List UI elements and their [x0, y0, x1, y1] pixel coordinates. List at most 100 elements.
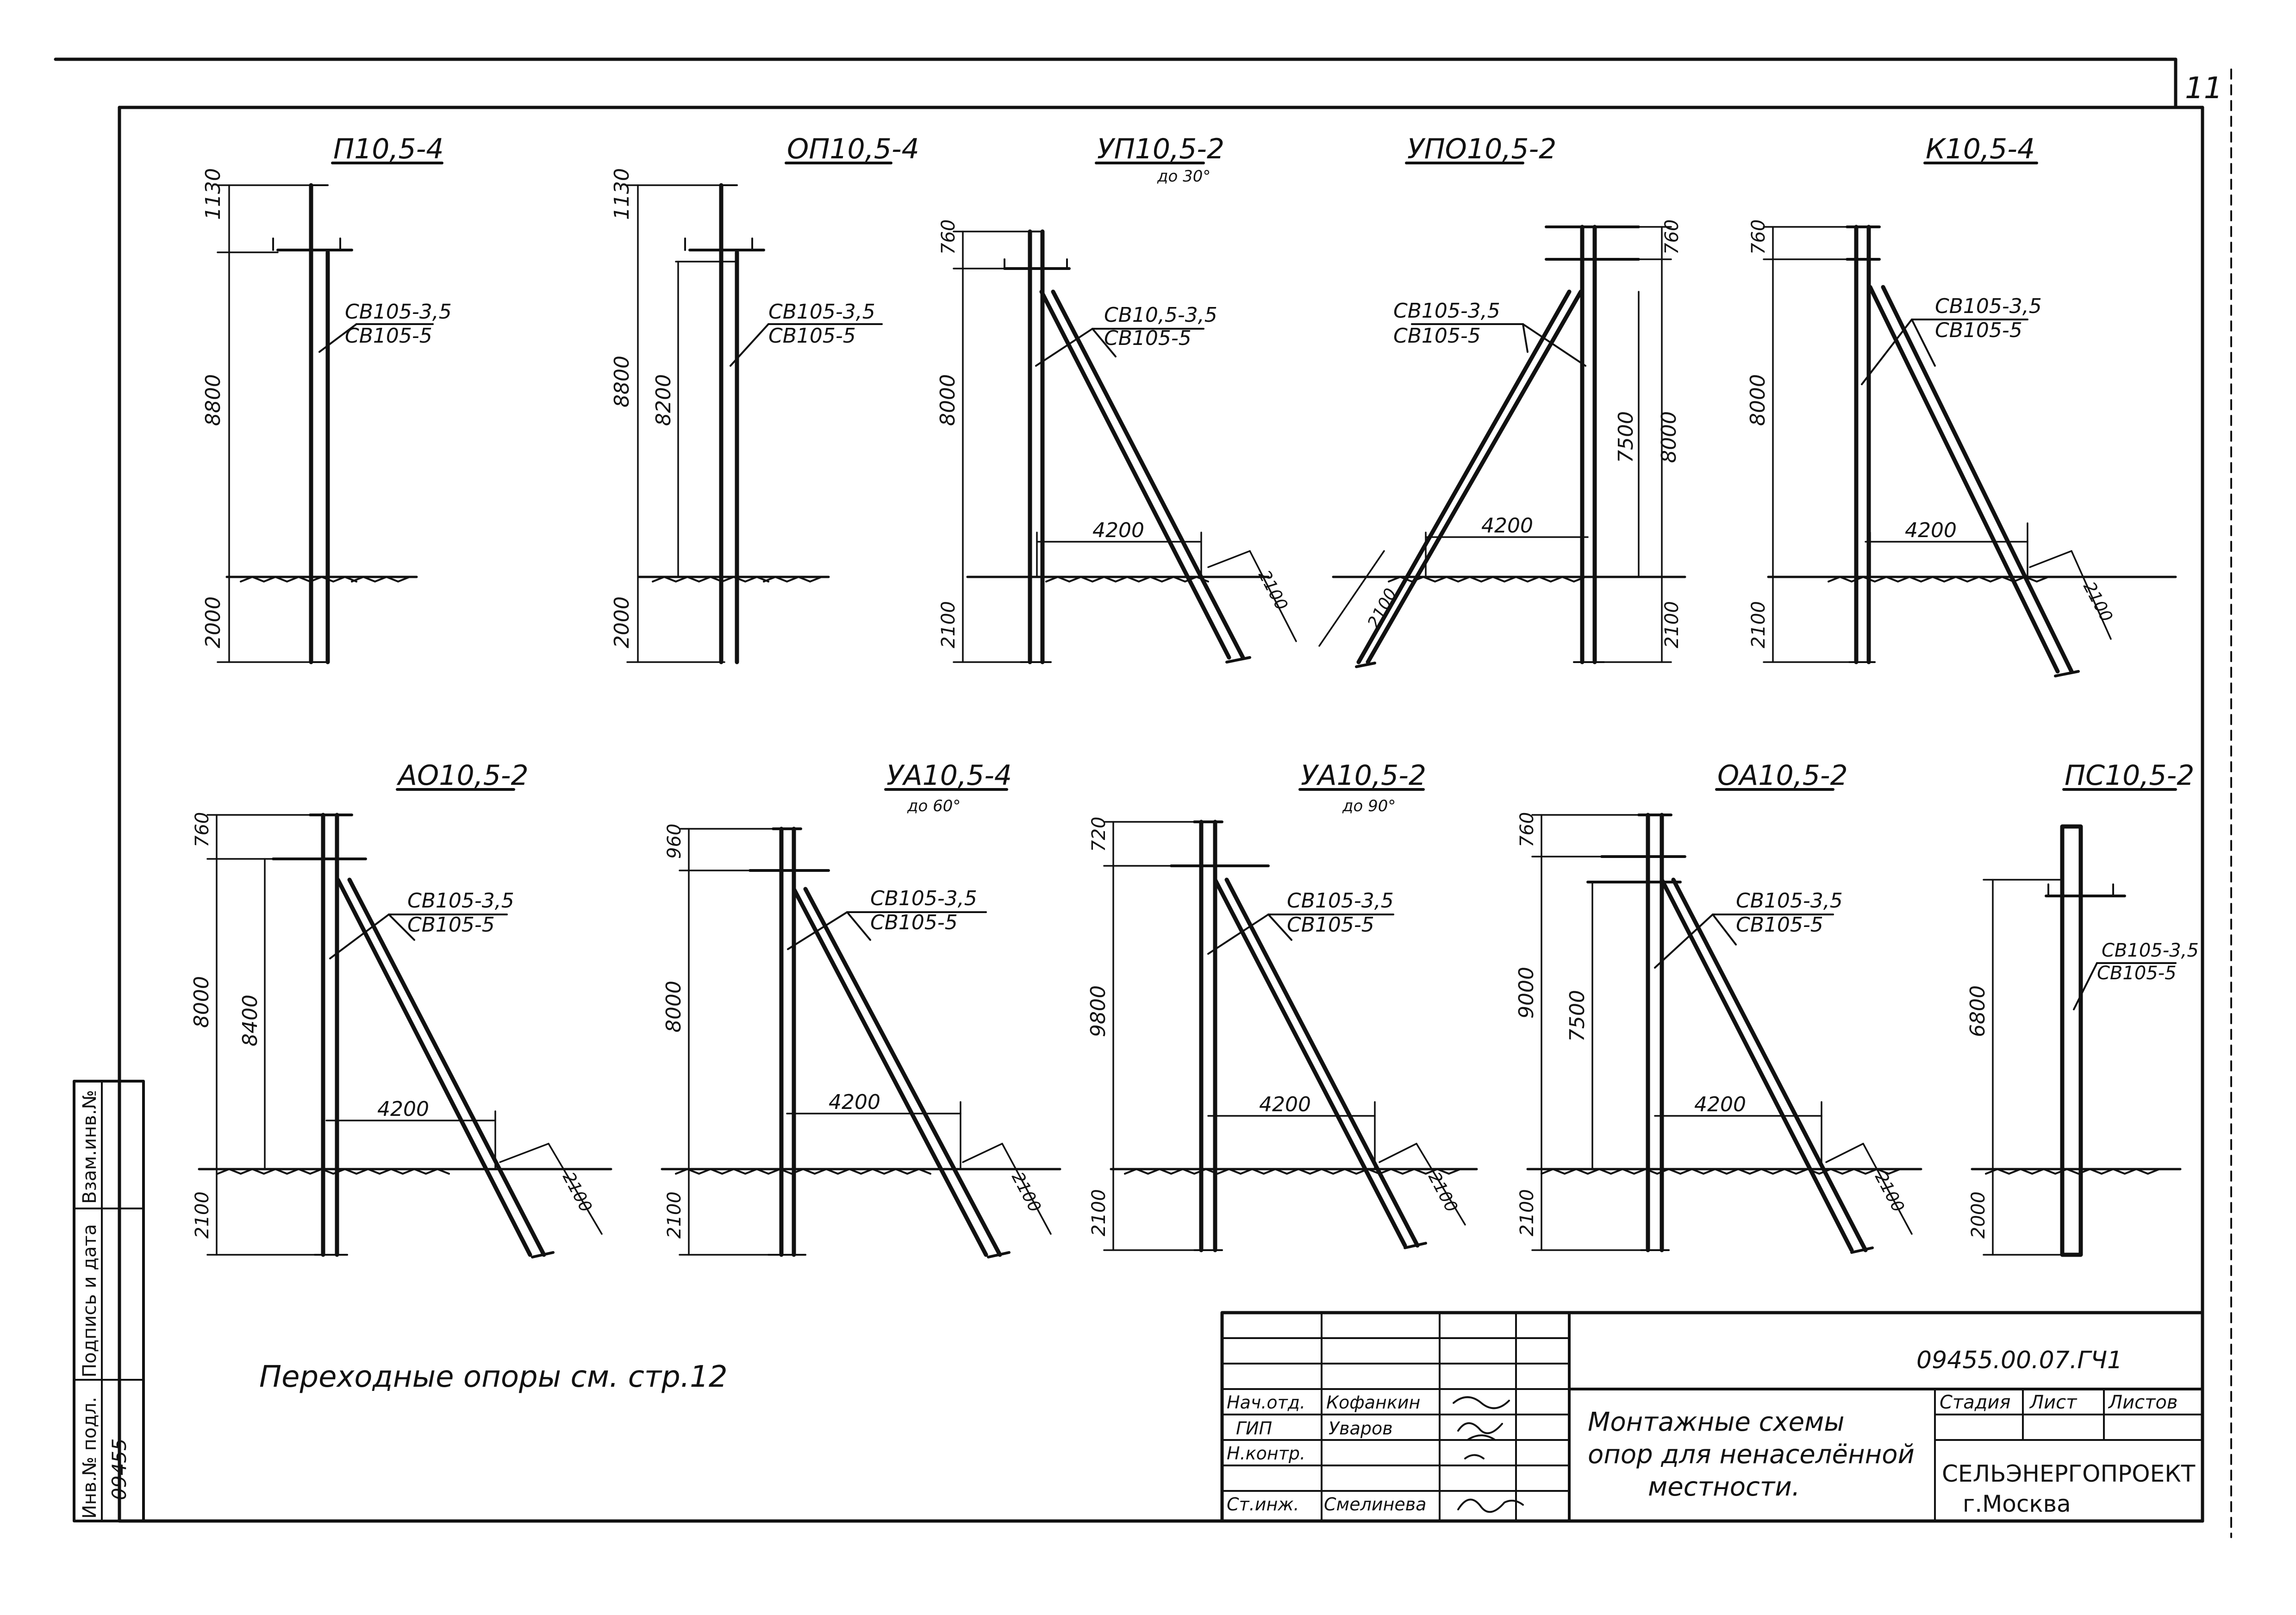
callout-bottom: СВ105-5 — [1736, 913, 1823, 937]
support-title: ПС10,5-2 — [2065, 759, 2194, 792]
support-p2: ОП10,5-4 1130 8800 8200 2000 СВ105-3,5 С… — [610, 133, 919, 664]
organization-city: г.Москва — [1963, 1490, 2071, 1517]
organization-name: СЕЛЬЭНЕРГОПРОЕКТ — [1942, 1460, 2196, 1487]
dim-depth: 2100 — [1748, 601, 1769, 648]
support-p10: ПС10,5-2 6800 2000 СВ105-3,5 СВ105-5 — [1966, 759, 2199, 1257]
callout-top: СВ105-3,5 — [870, 887, 977, 910]
support-title: ОП10,5-4 — [787, 133, 919, 165]
dim-height: 8000 — [1657, 411, 1681, 463]
support-title: АО10,5-2 — [396, 759, 529, 792]
callout-top: СВ105-3,5 — [345, 300, 452, 324]
dim-inner: 8200 — [652, 374, 675, 426]
dim-height: 8800 — [201, 374, 225, 426]
support-title: П10,5-4 — [333, 133, 444, 165]
dim-height: 8000 — [190, 976, 213, 1028]
dim-depth: 2100 — [664, 1191, 685, 1239]
dim-span: 4200 — [1259, 1093, 1311, 1116]
support-title: К10,5-4 — [1926, 133, 2035, 165]
dim-strut: 2100 — [1424, 1169, 1461, 1215]
support-p1: П10,5-4 1130 8800 2000 СВ105-3,5 СВ105-5 — [201, 133, 452, 664]
dim-inner: 8400 — [238, 995, 262, 1046]
support-p8: УА10,5-2 до 90° 720 9800 4200 2100 2100 … — [1086, 759, 1478, 1252]
callout-top: СВ105-3,5 — [768, 300, 875, 324]
callout-bottom: СВ105-5 — [870, 911, 958, 934]
callout-bottom: СВ105-5 — [407, 913, 495, 937]
support-p6: АО10,5-2 760 8000 8400 4200 2100 2100 СВ… — [190, 759, 612, 1258]
support-p3: УП10,5-2 до 30° 760 8000 4200 2100 2100 … — [936, 133, 1297, 664]
dim-top: 760 — [938, 219, 959, 255]
support-title: УА10,5-2 — [1301, 759, 1426, 792]
dim-height: 8800 — [610, 356, 634, 407]
callout-top: СВ10,5-3,5 — [1104, 303, 1217, 327]
dim-strut: 2100 — [1364, 585, 1401, 632]
col-sheet: Лист — [2029, 1392, 2078, 1413]
description-line-2: опор для ненаселённой — [1588, 1440, 1915, 1470]
dim-top: 760 — [1516, 812, 1538, 847]
support-title: УПО10,5-2 — [1407, 133, 1556, 165]
callout-top: СВ105-3,5 — [1287, 889, 1394, 913]
support-subtitle: до 30° — [1157, 167, 1210, 186]
callout-bottom: СВ105-5 — [1104, 326, 1192, 350]
name-2: Уваров — [1329, 1418, 1393, 1439]
dim-top: 760 — [1748, 219, 1769, 255]
dim-height: 9000 — [1515, 967, 1538, 1019]
dim-strut: 2100 — [559, 1169, 595, 1215]
dim-top: 960 — [664, 824, 685, 859]
description-line-3: местности. — [1648, 1472, 1800, 1502]
dim-inner: 7500 — [1614, 411, 1638, 463]
role-2: ГИП — [1236, 1418, 1272, 1439]
callout-bottom: СВ105-5 — [345, 324, 432, 348]
callout-bottom: СВ105-5 — [768, 324, 856, 348]
dim-top: 1130 — [610, 168, 634, 220]
signature-marks — [1453, 1396, 1524, 1513]
dim-height: 8000 — [936, 374, 960, 426]
dim-depth: 2100 — [192, 1191, 213, 1239]
callout-bottom: СВ105-5 — [1393, 324, 1481, 348]
callout-bottom: СВ105-5 — [2097, 963, 2177, 984]
role-3: Н.контр. — [1227, 1443, 1305, 1464]
dim-depth: 2000 — [1968, 1191, 1989, 1239]
stamp-inv-number: 09455 — [108, 1438, 131, 1500]
support-title: УА10,5-4 — [886, 759, 1012, 792]
dim-height: 9800 — [1086, 985, 1110, 1037]
callout-top: СВ105-3,5 — [2102, 940, 2199, 961]
dim-span: 4200 — [377, 1097, 429, 1121]
dim-strut: 2100 — [1254, 567, 1291, 613]
dim-height: 8000 — [662, 981, 686, 1033]
support-p5: К10,5-4 760 8000 4200 2100 2100 СВ105-3,… — [1746, 133, 2177, 677]
stamp-inv-label: Инв.№ подл. — [79, 1397, 100, 1519]
stamp-replace-label: Взам.инв.№ — [79, 1090, 100, 1204]
name-1: Кофанкин — [1326, 1392, 1420, 1413]
dim-height: 8000 — [1746, 374, 1770, 426]
dim-depth: 2100 — [938, 601, 959, 648]
support-p9: ОА10,5-2 760 9000 7500 4200 2100 2100 СВ… — [1515, 759, 1922, 1254]
dim-top: 760 — [1661, 219, 1683, 255]
dim-height: 6800 — [1966, 985, 1990, 1037]
callout-bottom: СВ105-5 — [1935, 319, 2022, 342]
sheet-frame: 11 — [54, 57, 2232, 1538]
transition-supports-note: Переходные опоры см. стр.12 — [259, 1360, 728, 1394]
side-stamp: Инв.№ подл. Подпись и дата Взам.инв.№ 09… — [73, 1080, 145, 1522]
dim-depth: 2100 — [1088, 1189, 1110, 1236]
dim-span: 4200 — [1905, 519, 1957, 542]
dim-strut: 2100 — [2079, 579, 2116, 625]
dim-depth: 2000 — [610, 596, 634, 648]
support-p4: УПО10,5-2 760 7500 8000 4200 2100 2100 С… — [1318, 133, 1686, 668]
dim-top: 760 — [192, 812, 213, 847]
support-title: ОА10,5-2 — [1717, 759, 1848, 792]
col-sheets: Листов — [2108, 1392, 2177, 1413]
callout-top: СВ105-3,5 — [407, 889, 514, 913]
callout-top: СВ105-3,5 — [1393, 299, 1500, 323]
page-number: 11 — [2185, 71, 2222, 106]
col-stage: Стадия — [1940, 1392, 2010, 1413]
dim-span: 4200 — [1092, 519, 1144, 542]
dim-top: 720 — [1088, 817, 1110, 852]
dim-top: 1130 — [201, 168, 225, 220]
callout-bottom: СВ105-5 — [1287, 913, 1374, 937]
dim-span: 4200 — [1481, 514, 1533, 538]
doc-code: 09455.00.07.ГЧ1 — [1916, 1346, 2122, 1374]
title-block: 09455.00.07.ГЧ1 Нач.отд. ГИП Н.контр. Ст… — [1220, 1311, 2204, 1523]
support-p7: УА10,5-4 до 60° 960 8000 4200 2100 2100 … — [661, 759, 1061, 1258]
